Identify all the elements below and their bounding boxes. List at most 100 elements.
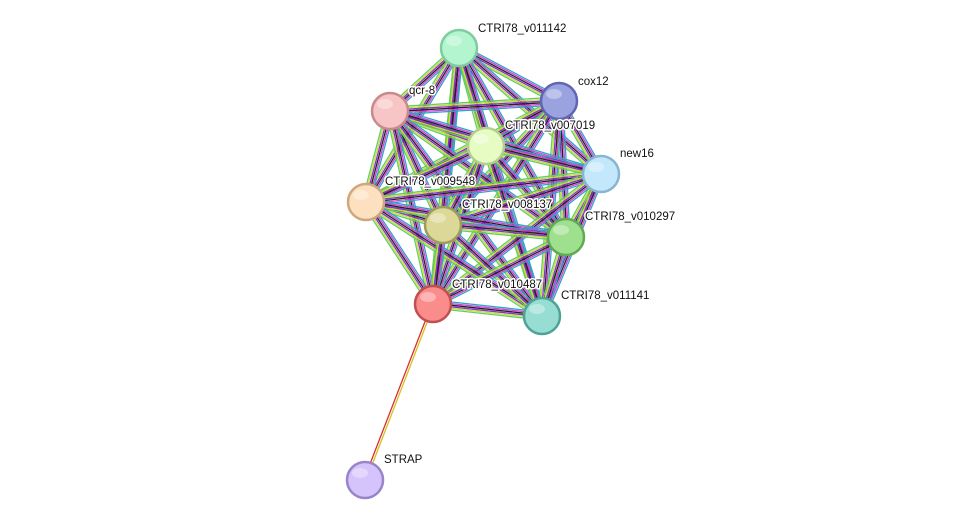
- node-circle[interactable]: [346, 182, 386, 222]
- edge-n4-n5: [484, 141, 603, 179]
- edge-evidence-line: [441, 169, 601, 222]
- node-label-halo: cox12: [578, 76, 609, 88]
- edge-evidence-line: [366, 197, 568, 234]
- edge-evidence-line: [365, 172, 602, 202]
- node-label: new16: [620, 148, 654, 160]
- node-label: CTRI78_v011141: [561, 290, 649, 302]
- node-circle[interactable]: [546, 217, 586, 257]
- edge-evidence-line: [365, 146, 487, 204]
- edge-evidence-line: [363, 96, 558, 200]
- edge-evidence-line: [363, 202, 432, 306]
- node-circle[interactable]: [439, 28, 479, 68]
- edge-evidence-line: [363, 302, 433, 481]
- node-circle[interactable]: [345, 460, 385, 500]
- edge-evidence-line: [458, 46, 603, 175]
- node-highlight: [430, 213, 446, 223]
- edge-evidence-line: [484, 149, 601, 179]
- edge-evidence-line: [443, 177, 603, 230]
- node-label-halo: STRAP: [384, 454, 423, 466]
- edge-evidence-line: [432, 173, 603, 306]
- node-label: CTRI78_v010297: [585, 211, 675, 223]
- edge-evidence-line: [389, 99, 560, 111]
- edge-evidence-line: [460, 43, 562, 99]
- edge-evidence-line: [387, 110, 432, 306]
- node-highlight: [446, 36, 462, 46]
- edge-evidence-line: [459, 45, 604, 173]
- edge-n7-n8: [441, 220, 568, 242]
- edge-evidence-line: [389, 109, 568, 238]
- edge-evidence-line: [542, 100, 561, 317]
- node-circle[interactable]: [413, 284, 453, 324]
- node-label-halo: CTRI78_v010487: [452, 279, 542, 291]
- edge-n9-n11: [363, 302, 435, 482]
- edge-evidence-line: [434, 239, 569, 309]
- edge-evidence-line: [485, 144, 568, 238]
- node-highlight: [588, 162, 604, 172]
- edge-evidence-line: [365, 303, 435, 482]
- edge-evidence-line: [439, 227, 540, 320]
- edge-evidence-line: [434, 101, 562, 306]
- edge-evidence-line: [365, 174, 602, 204]
- edge-n4-n8: [482, 142, 570, 241]
- edge-evidence-line: [433, 238, 568, 307]
- edge-n4-n6: [363, 141, 489, 207]
- edge-evidence-line: [484, 147, 602, 177]
- node-label-halo: new16: [620, 148, 654, 160]
- edge-evidence-line: [488, 142, 570, 236]
- node-circle[interactable]: [370, 91, 410, 131]
- edge-evidence-line: [389, 101, 560, 113]
- edge-evidence-line: [364, 201, 433, 306]
- edge-evidence-line: [389, 96, 560, 108]
- node-circle[interactable]: [539, 81, 579, 121]
- edge-evidence-line: [363, 204, 541, 321]
- edge-evidence-line: [365, 170, 602, 201]
- node-circle[interactable]: [423, 205, 463, 245]
- edge-evidence-line: [538, 100, 558, 317]
- edge-evidence-line: [428, 46, 456, 305]
- node-label: CTRI78_v010487: [452, 279, 542, 291]
- node-label: qcr-8: [409, 85, 435, 97]
- edge-evidence-line: [366, 200, 435, 305]
- node-label: CTRI78_v008137: [462, 199, 552, 211]
- edge-evidence-line: [485, 146, 602, 176]
- edge-evidence-line: [389, 97, 560, 110]
- edge-evidence-line: [562, 100, 571, 238]
- edge-evidence-line: [430, 171, 601, 303]
- edge-evidence-line: [362, 203, 431, 307]
- node-circle[interactable]: [466, 126, 506, 166]
- edge-evidence-line: [367, 200, 436, 304]
- node-circle[interactable]: [581, 154, 621, 194]
- edge-evidence-line: [442, 223, 567, 237]
- edge-evidence-line: [387, 113, 565, 241]
- edge-evidence-line: [485, 143, 603, 173]
- node-highlight: [352, 468, 368, 478]
- node-highlight: [473, 134, 489, 144]
- node-highlight: [377, 99, 393, 109]
- edge-evidence-line: [487, 143, 569, 237]
- node-label-halo: CTRI78_v011141: [561, 290, 649, 302]
- node-label: CTRI78_v009548: [385, 176, 475, 188]
- edge-evidence-line: [442, 220, 568, 234]
- node-circle[interactable]: [522, 296, 562, 336]
- edge-evidence-line: [430, 99, 558, 304]
- edge-evidence-line: [365, 144, 487, 202]
- node-label: CTRI78_v011142: [478, 23, 566, 35]
- edge-evidence-line: [392, 107, 546, 315]
- edge-evidence-line: [483, 146, 565, 240]
- edge-evidence-line: [391, 109, 436, 305]
- node-label-halo: CTRI78_v009548: [385, 176, 475, 188]
- edge-evidence-line: [364, 169, 602, 199]
- node-label-halo: CTRI78_v007019: [505, 120, 595, 132]
- node-label-halo: CTRI78_v011142: [478, 23, 566, 35]
